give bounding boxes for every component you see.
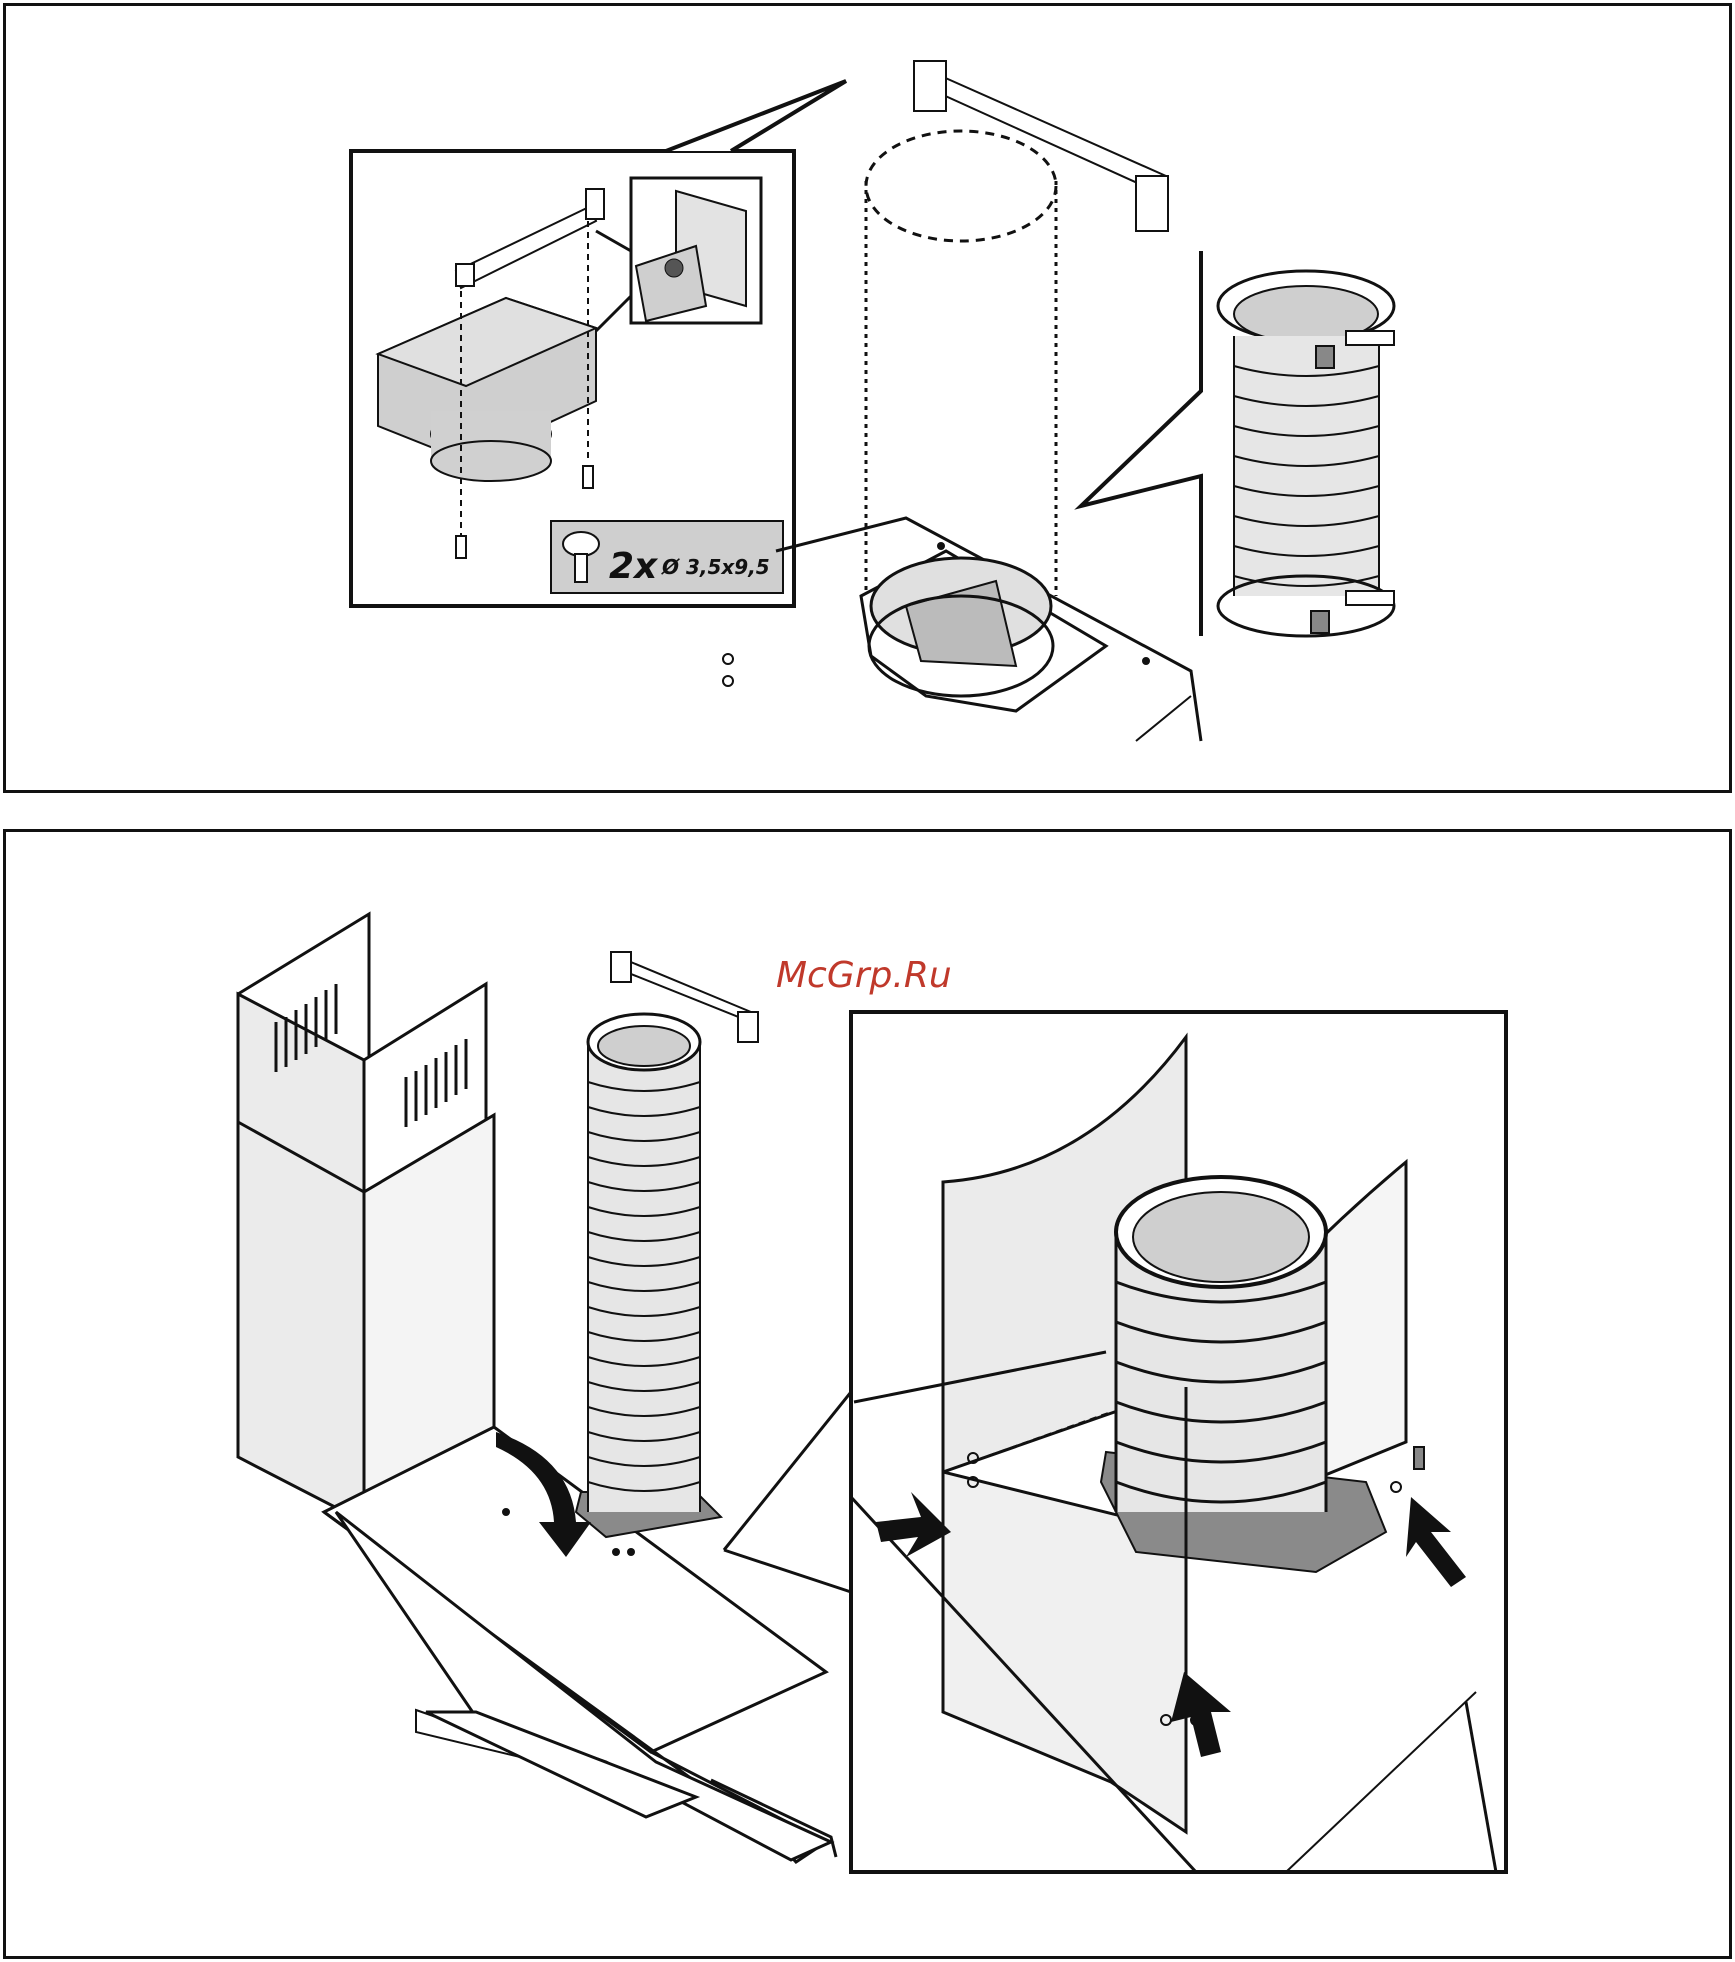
bottom-illustration: McGrp.Ru [6,832,1729,1956]
duct-outline-dashed [866,131,1056,596]
step-panel-bottom: McGrp.Ru [3,829,1732,1959]
step-panel-top: 2x Ø 3,5x9,5 [3,3,1732,793]
chimney-cover [238,914,494,1522]
screw-quantity: 2x [609,546,659,587]
flexible-duct-icon [576,1014,721,1537]
screw-spec-label: 2x Ø 3,5x9,5 [551,521,783,593]
top-illustration: 2x Ø 3,5x9,5 [6,6,1729,790]
flexible-duct-icon [1081,251,1394,636]
watermark: McGrp.Ru [776,955,952,996]
screw-size: Ø 3,5x9,5 [661,555,770,579]
bracket-icon [914,61,1168,231]
bracket-callout-inset: 2x Ø 3,5x9,5 [351,81,846,606]
chimney-fit-detail-inset [851,1012,1506,1872]
